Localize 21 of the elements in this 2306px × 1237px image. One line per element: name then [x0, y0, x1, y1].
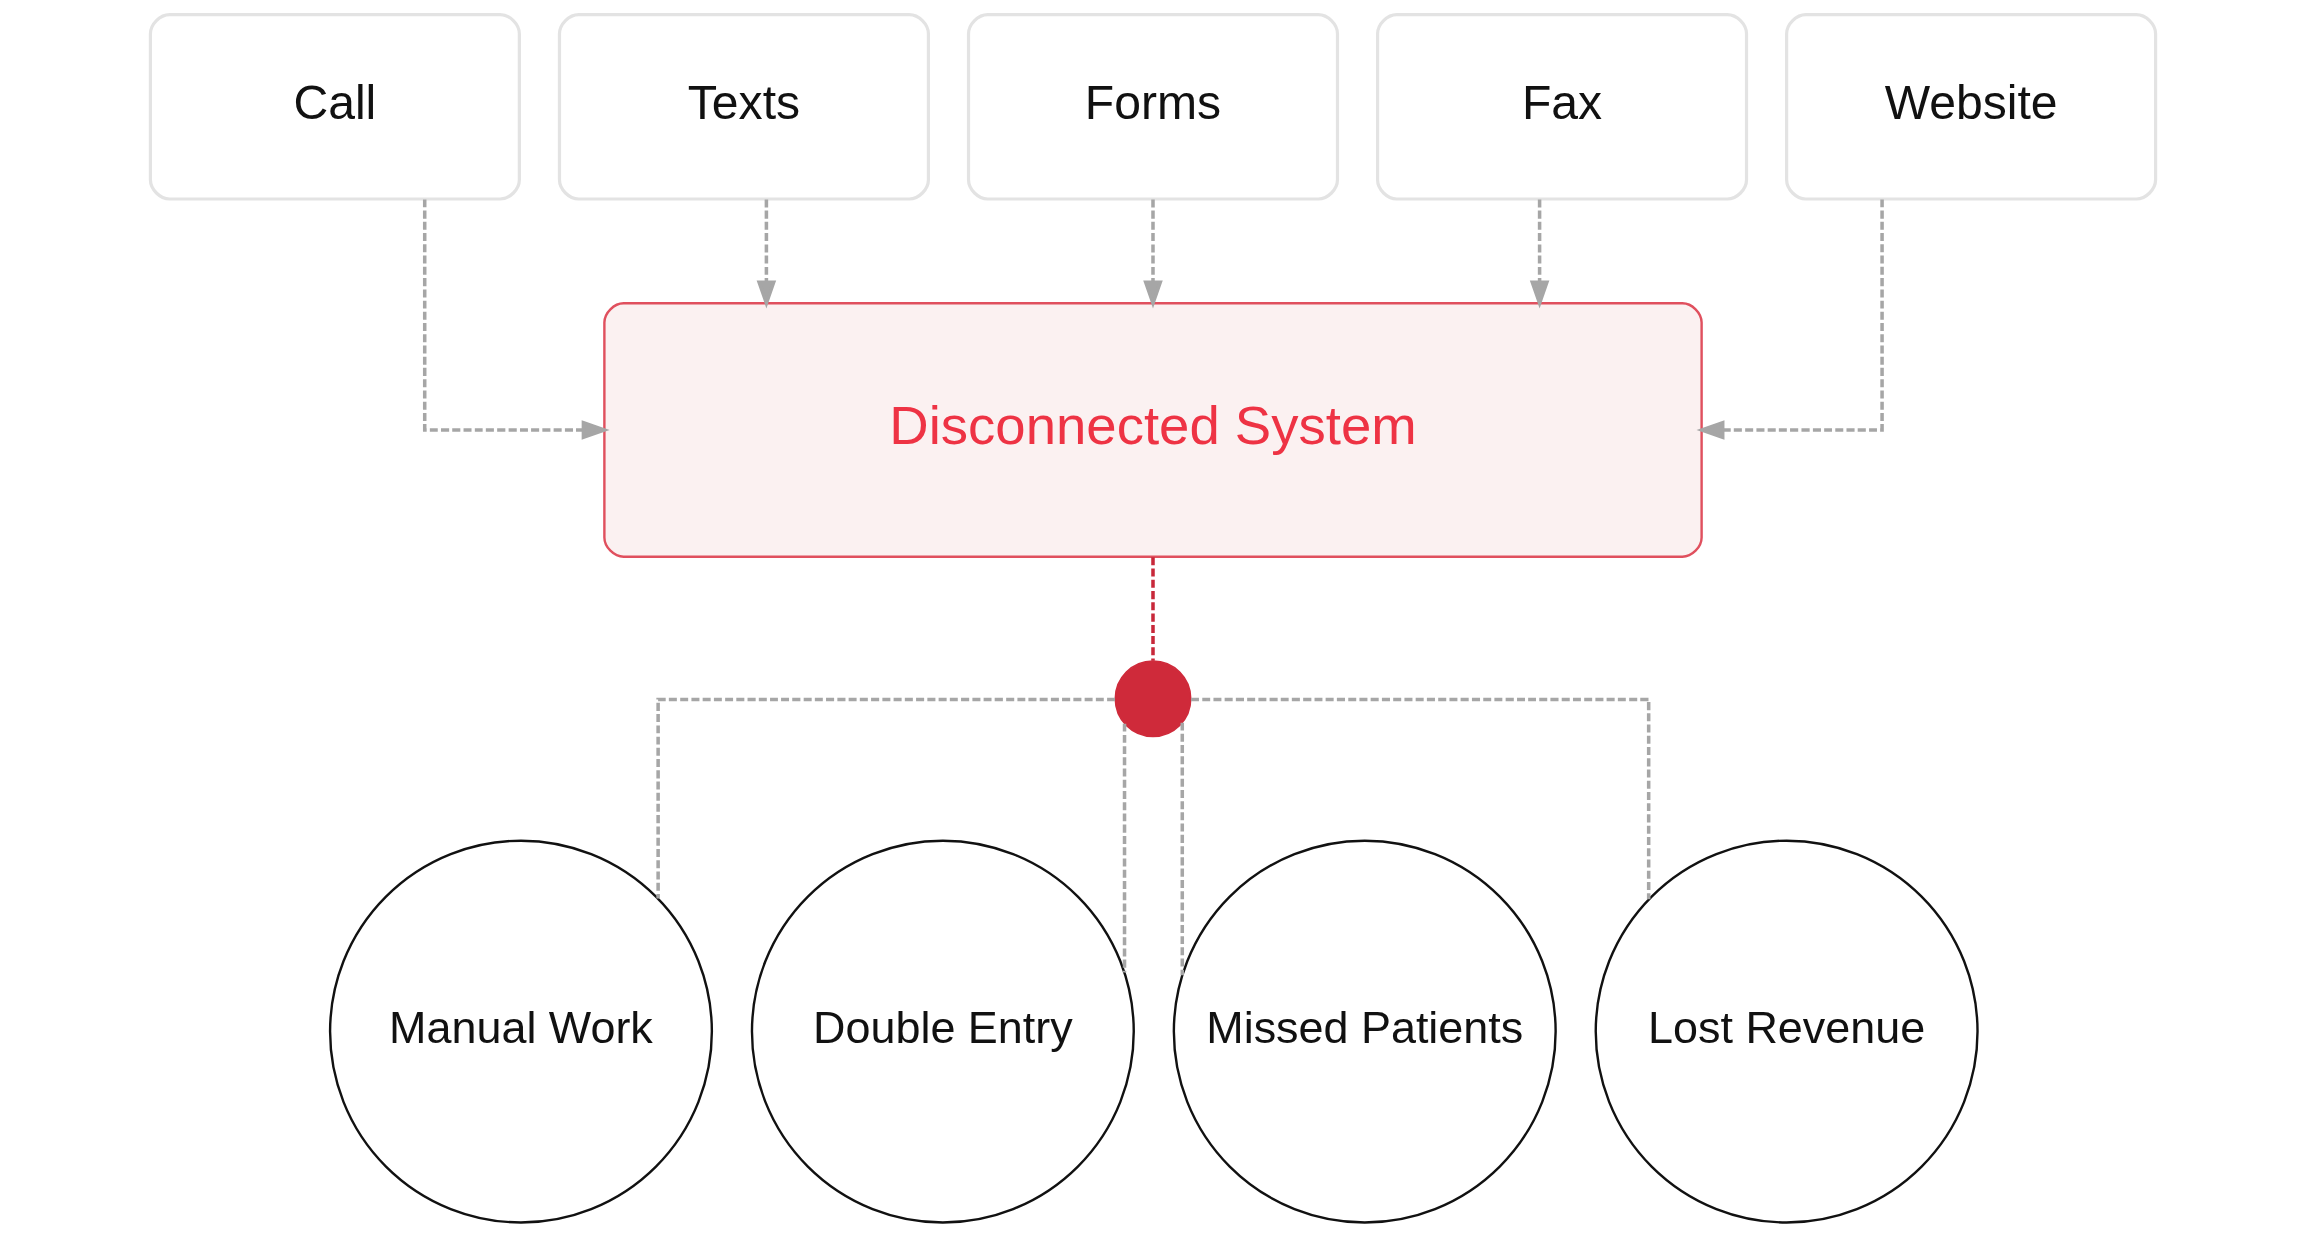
node-circle: Lost Revenue — [1594, 839, 1979, 1224]
node-circle: Missed Patients — [1172, 839, 1557, 1224]
node-circle — [1114, 660, 1192, 738]
connector — [1122, 723, 1127, 973]
node-box: Forms — [966, 12, 1340, 201]
node-box: Texts — [557, 12, 931, 201]
arrow — [1696, 199, 1884, 440]
node-box: Call — [148, 12, 521, 201]
connector — [1180, 722, 1185, 976]
connector — [1151, 557, 1155, 661]
node-circle: Double Entry — [750, 839, 1135, 1224]
node-box: Website — [1785, 12, 2158, 201]
arrow — [756, 199, 777, 309]
node-box: Disconnected System — [603, 302, 1703, 558]
arrow — [1143, 199, 1163, 309]
connector — [1191, 697, 1651, 900]
arrow — [1529, 199, 1550, 309]
node-circle: Manual Work — [328, 839, 714, 1224]
connector — [656, 697, 1115, 899]
node-box: Fax — [1375, 12, 1749, 201]
arrow — [422, 199, 610, 440]
